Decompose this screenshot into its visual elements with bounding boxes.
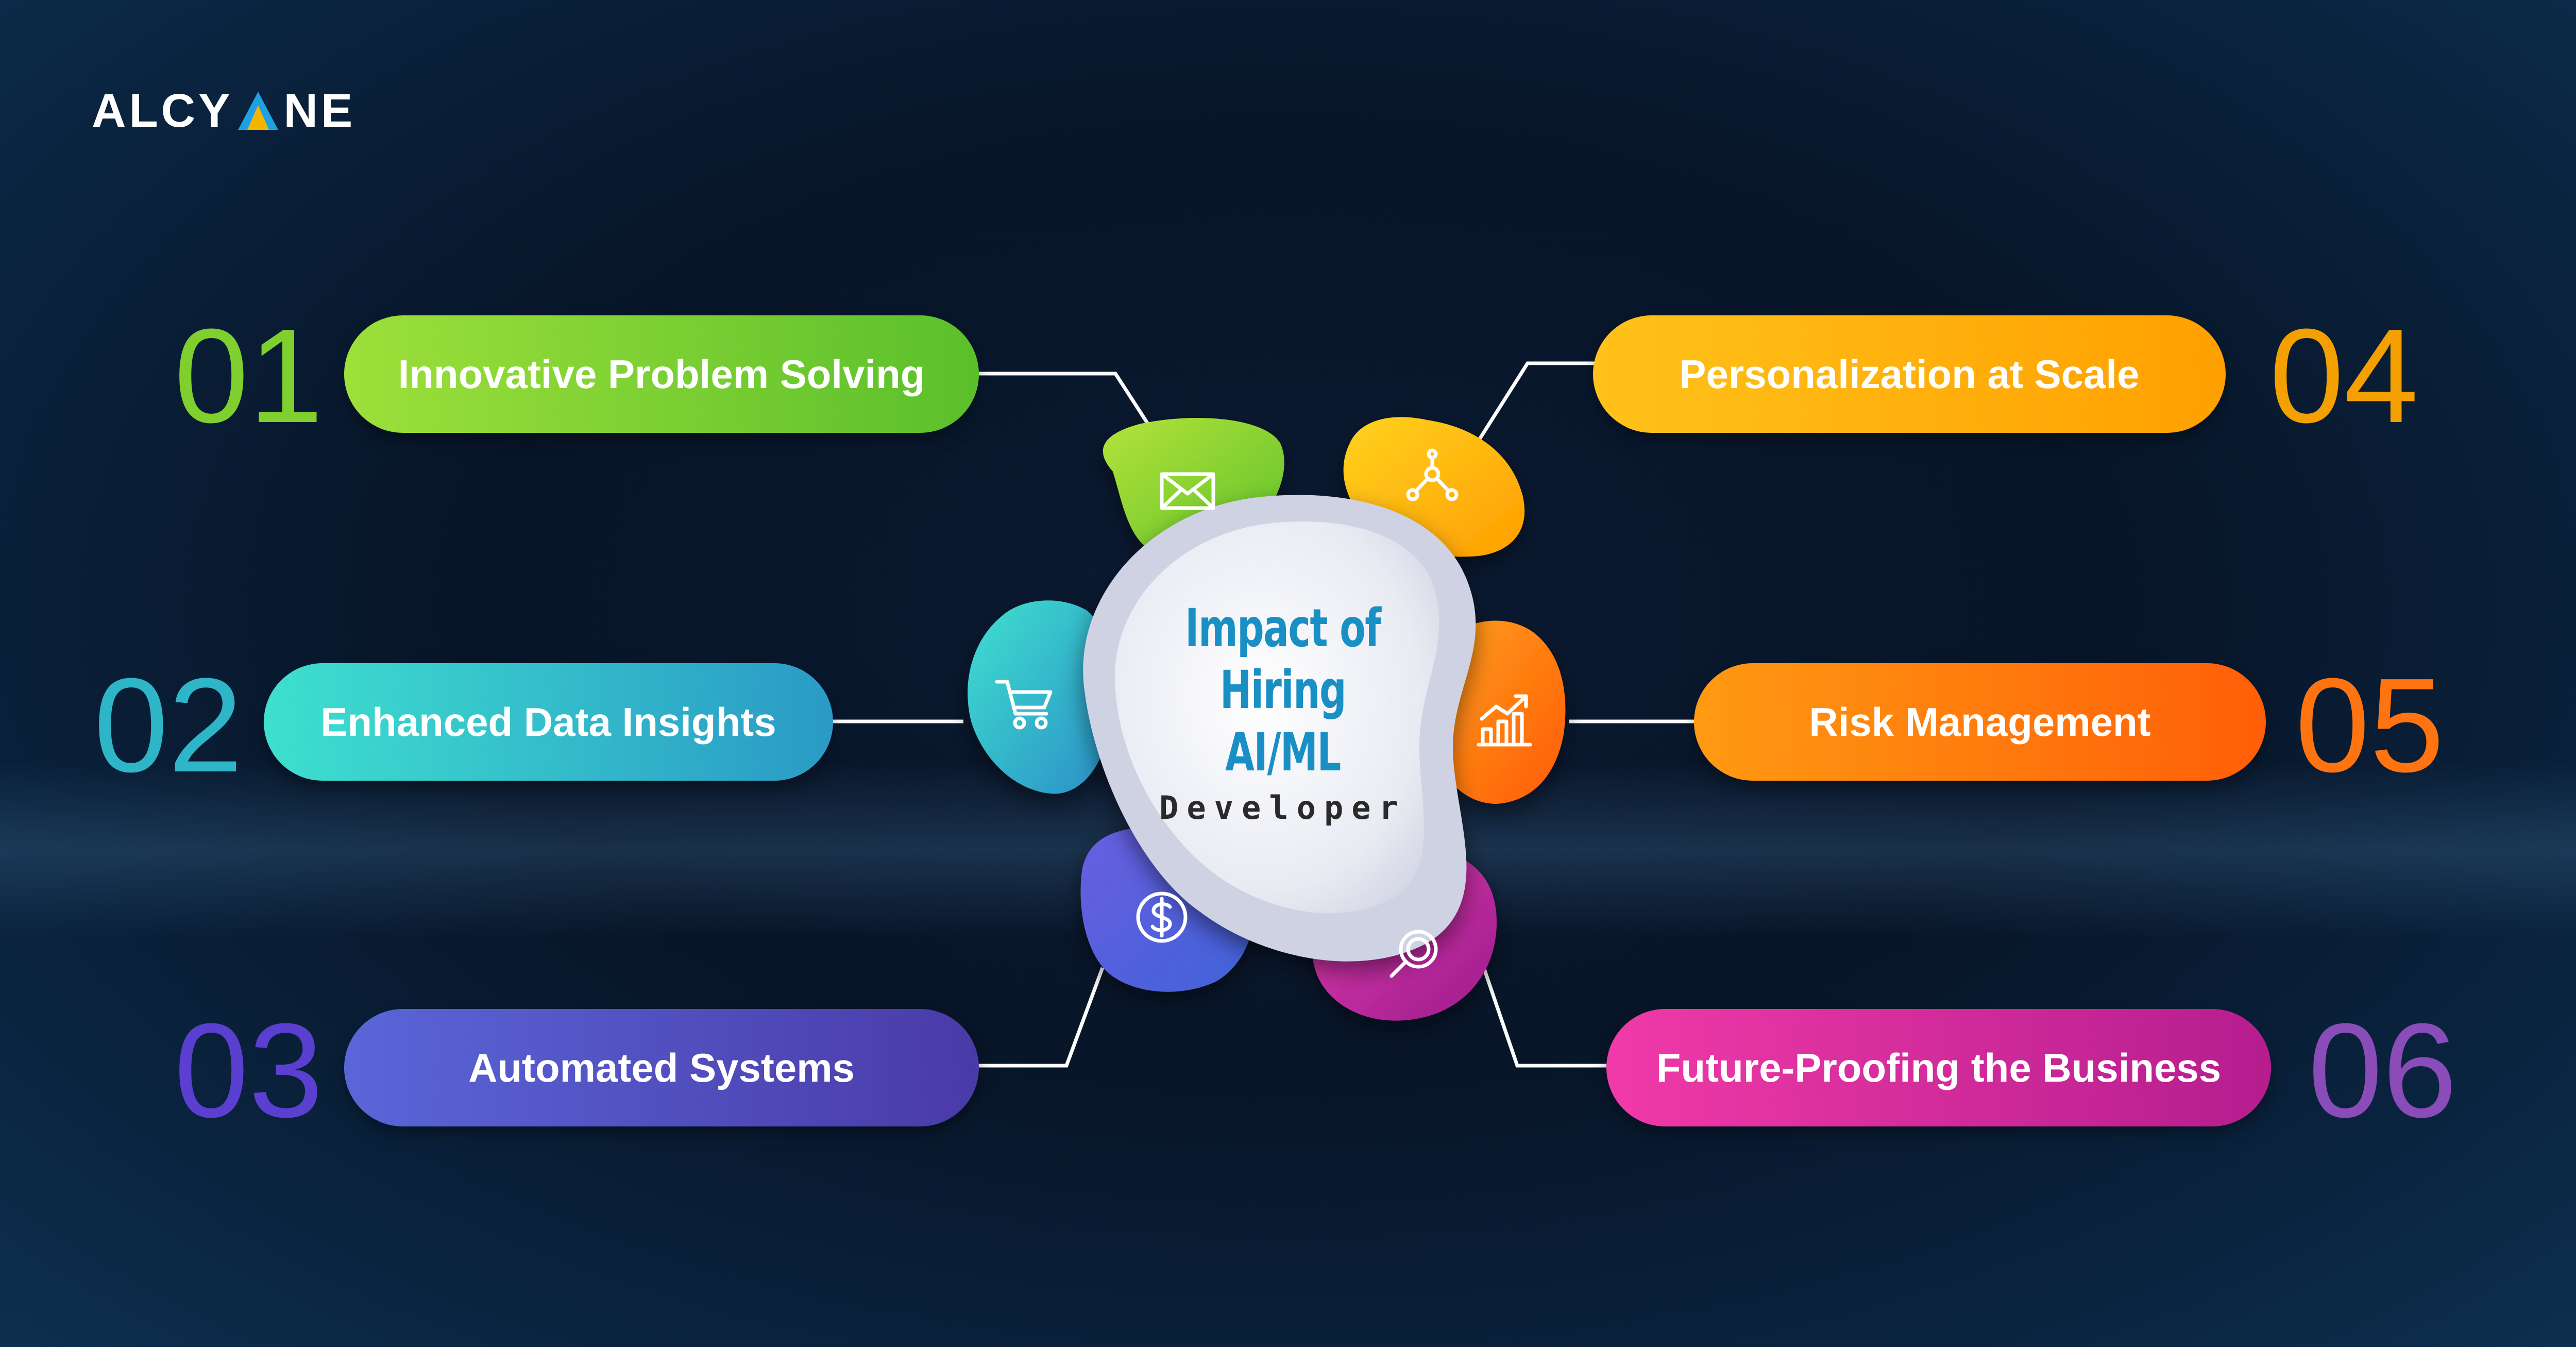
pill-personalization-at-scale: Personalization at Scale: [1593, 315, 2226, 433]
envelope-icon: [1160, 472, 1215, 510]
center-label: Impact of Hiring AI/ML Developer: [1123, 598, 1443, 827]
pill-risk-management: Risk Management: [1694, 663, 2266, 781]
logo-mark-icon: [238, 92, 279, 130]
item-number-03: 03: [174, 996, 324, 1146]
brand-logo: ALCY NE: [92, 84, 356, 137]
growth-chart-icon: [1477, 694, 1532, 747]
item-number-04: 04: [2269, 301, 2419, 451]
dollar-coin-icon: [1136, 891, 1188, 943]
pill-automated-systems: Automated Systems: [344, 1009, 979, 1126]
petal-02: [968, 600, 1112, 794]
center-title: Impact of Hiring AI/ML: [1185, 598, 1381, 783]
item-number-05: 05: [2295, 651, 2445, 800]
pill-enhanced-data-insights: Enhanced Data Insights: [264, 663, 833, 781]
pill-future-proofing-the-business: Future-Proofing the Business: [1606, 1009, 2271, 1126]
network-nodes-icon: [1406, 448, 1459, 501]
item-number-06: 06: [2308, 996, 2458, 1146]
item-number-01: 01: [174, 301, 324, 451]
center-blob: [1083, 495, 1476, 962]
item-number-02: 02: [94, 651, 243, 800]
shopping-cart-icon: [995, 680, 1053, 730]
search-magnifier-icon: [1389, 930, 1438, 978]
pill-innovative-problem-solving: Innovative Problem Solving: [344, 315, 979, 433]
center-subtitle: Developer: [1159, 789, 1406, 827]
